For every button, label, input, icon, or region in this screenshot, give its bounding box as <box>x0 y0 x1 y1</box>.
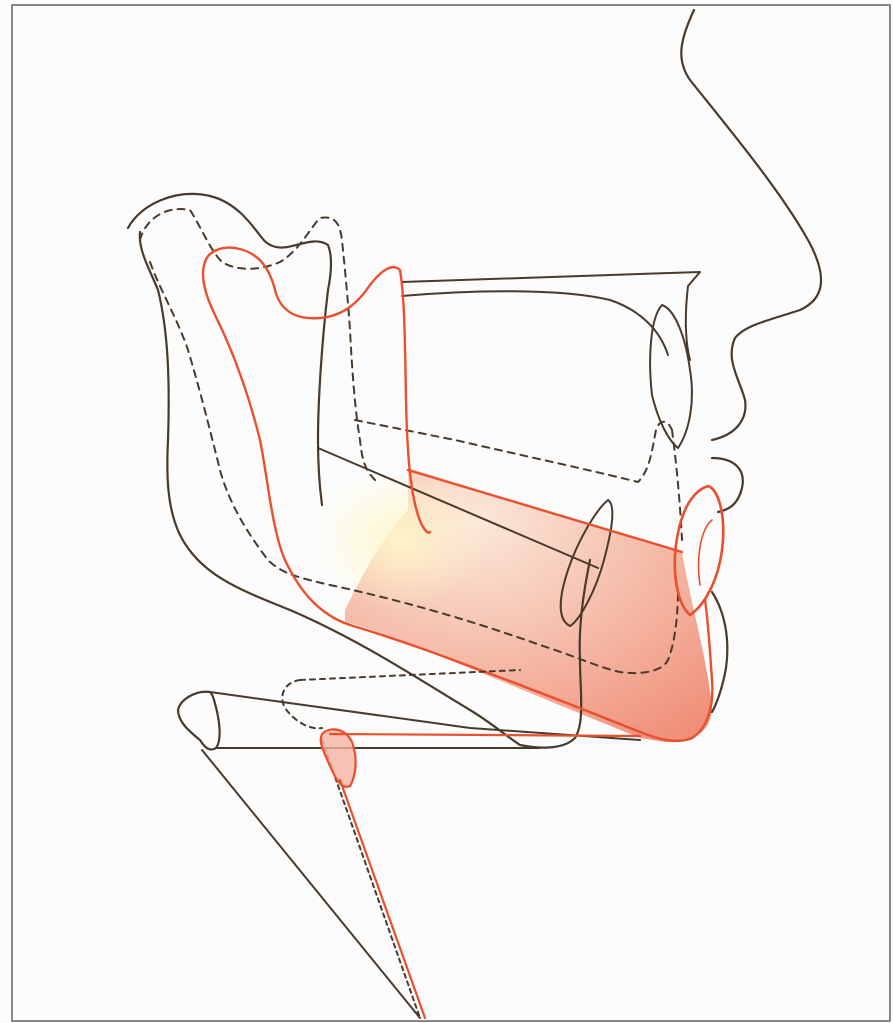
neck-line-original <box>202 750 420 1018</box>
soft-tissue-profile <box>681 10 821 440</box>
mandible-intermediate-condyle <box>140 209 375 480</box>
neck-line-intermediate <box>322 740 420 1018</box>
lower-lip-chin-profile <box>712 592 727 712</box>
neck-line-repositioned <box>340 780 425 1018</box>
maxilla-outline <box>402 291 668 355</box>
hyoid-repositioned <box>321 729 356 787</box>
hyoid-repositioned-line <box>330 734 640 736</box>
light-glow <box>315 470 485 610</box>
upper-lip-profile <box>712 458 743 512</box>
lower-incisor-repositioned-inner <box>699 520 713 585</box>
hyoid-original <box>178 692 220 750</box>
